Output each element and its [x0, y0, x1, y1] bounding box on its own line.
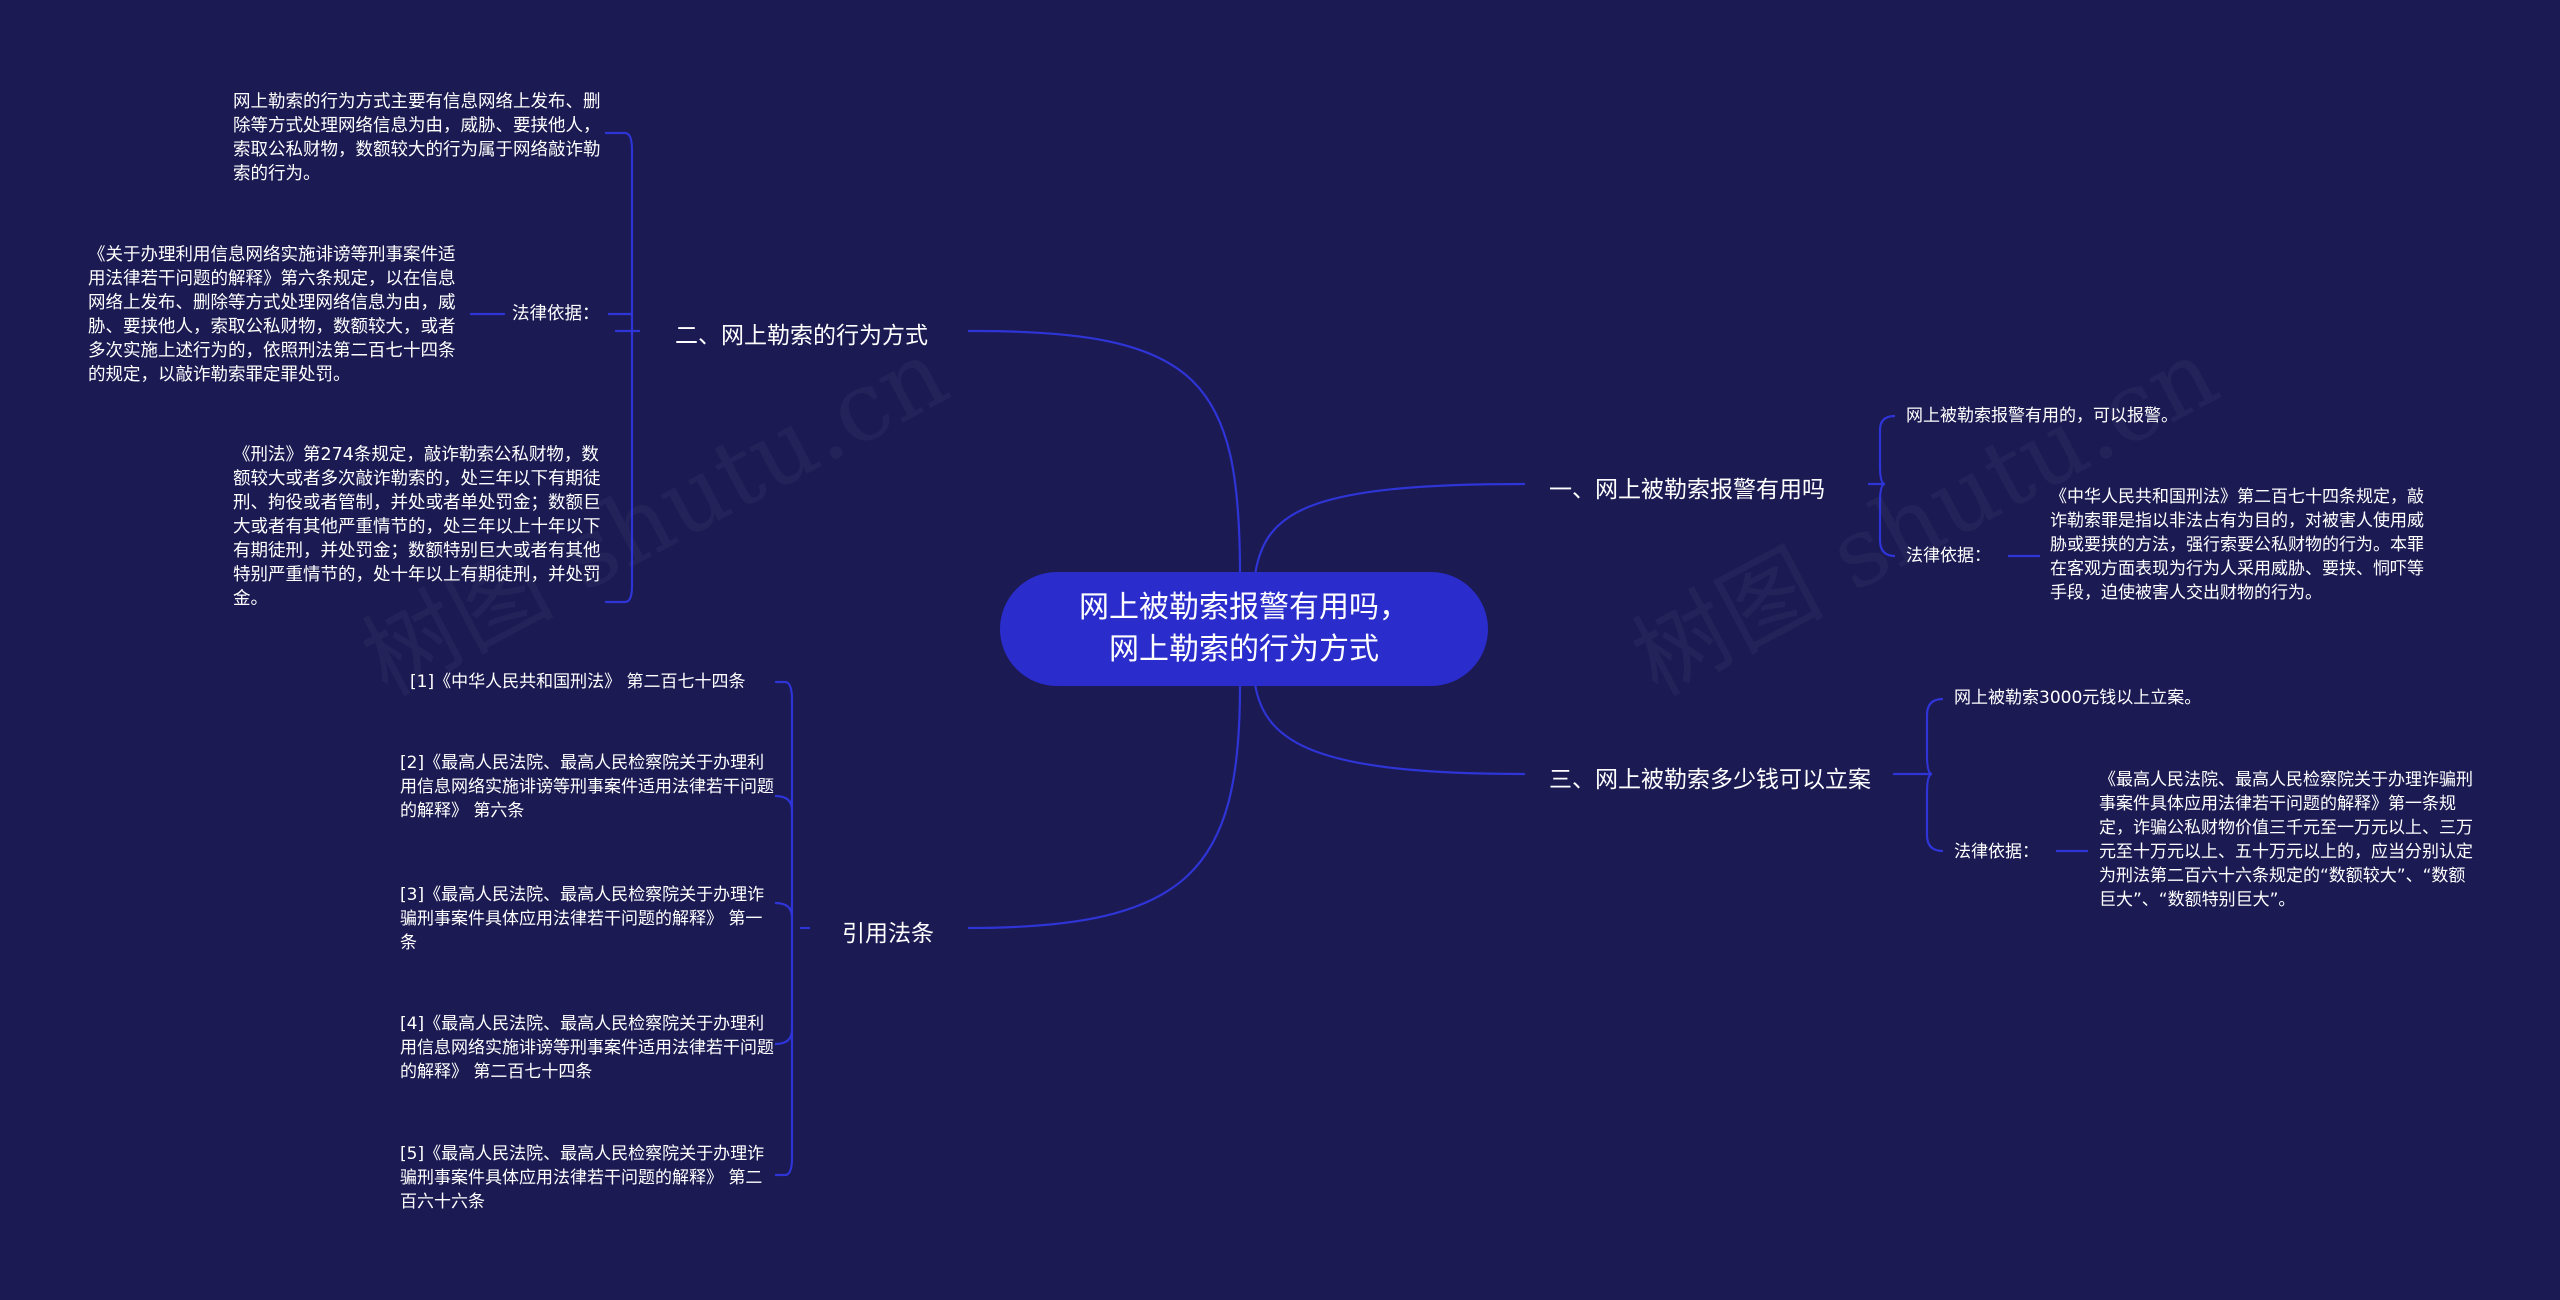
branch-filing-threshold[interactable]: 三、网上被勒索多少钱可以立案	[1549, 767, 1871, 793]
reference-item-2: [2]《最高人民法院、最高人民检察院关于办理利用信息网络实施诽谤等刑事案件适用法…	[400, 753, 774, 821]
leaf-legal-basis-text: 《关于办理利用信息网络实施诽谤等刑事案件适用法律若干问题的解释》第六条规定，以在…	[88, 245, 456, 385]
branch-behavior-methods[interactable]: 二、网上勒索的行为方式	[675, 323, 928, 349]
branch-cited-laws[interactable]: 引用法条	[842, 921, 934, 947]
reference-item-4: [4]《最高人民法院、最高人民检察院关于办理利用信息网络实施诽谤等刑事案件适用法…	[400, 1014, 774, 1082]
reference-item-5: [5]《最高人民法院、最高人民检察院关于办理诈骗刑事案件具体应用法律若干问题的解…	[400, 1144, 765, 1212]
connector-root-branch1	[1253, 482, 1526, 576]
connector-root-branch2	[967, 329, 1242, 576]
reference-item-3: [3]《最高人民法院、最高人民检察院关于办理诈骗刑事案件具体应用法律若干问题的解…	[400, 885, 765, 953]
root-title-line1: 网上被勒索报警有用吗，	[1079, 590, 1409, 625]
connector-root-branch4	[967, 685, 1242, 930]
leaf-filing-amount: 网上被勒索3000元钱以上立案。	[1954, 688, 2202, 708]
branch-report-useful[interactable]: 一、网上被勒索报警有用吗	[1549, 477, 1825, 503]
leaf-legal-basis-label: 法律依据：	[512, 304, 600, 324]
root-title-line2: 网上勒索的行为方式	[1109, 632, 1379, 667]
leaf-legal-basis-text: 《中华人民共和国刑法》第二百七十四条规定，敲诈勒索罪是指以非法占有为目的，对被害…	[2050, 487, 2424, 603]
leaf-legal-basis-label: 法律依据：	[1954, 842, 2039, 862]
leaf-can-report: 网上被勒索报警有用的，可以报警。	[1906, 406, 2178, 426]
leaf-criminal-law-274: 《刑法》第274条规定，敲诈勒索公私财物，数额较大或者多次敲诈勒索的，处三年以下…	[233, 445, 601, 609]
leaf-legal-basis-label: 法律依据：	[1906, 546, 1991, 566]
reference-item-1: [1]《中华人民共和国刑法》 第二百七十四条	[410, 672, 746, 692]
root-topic[interactable]: 网上被勒索报警有用吗， 网上勒索的行为方式	[1000, 572, 1488, 686]
leaf-behavior-description: 网上勒索的行为方式主要有信息网络上发布、删除等方式处理网络信息为由，威胁、要挟他…	[233, 92, 601, 184]
leaf-legal-basis-text: 《最高人民法院、最高人民检察院关于办理诈骗刑事案件具体应用法律若干问题的解释》第…	[2099, 770, 2473, 910]
connector-root-branch3	[1253, 683, 1526, 776]
